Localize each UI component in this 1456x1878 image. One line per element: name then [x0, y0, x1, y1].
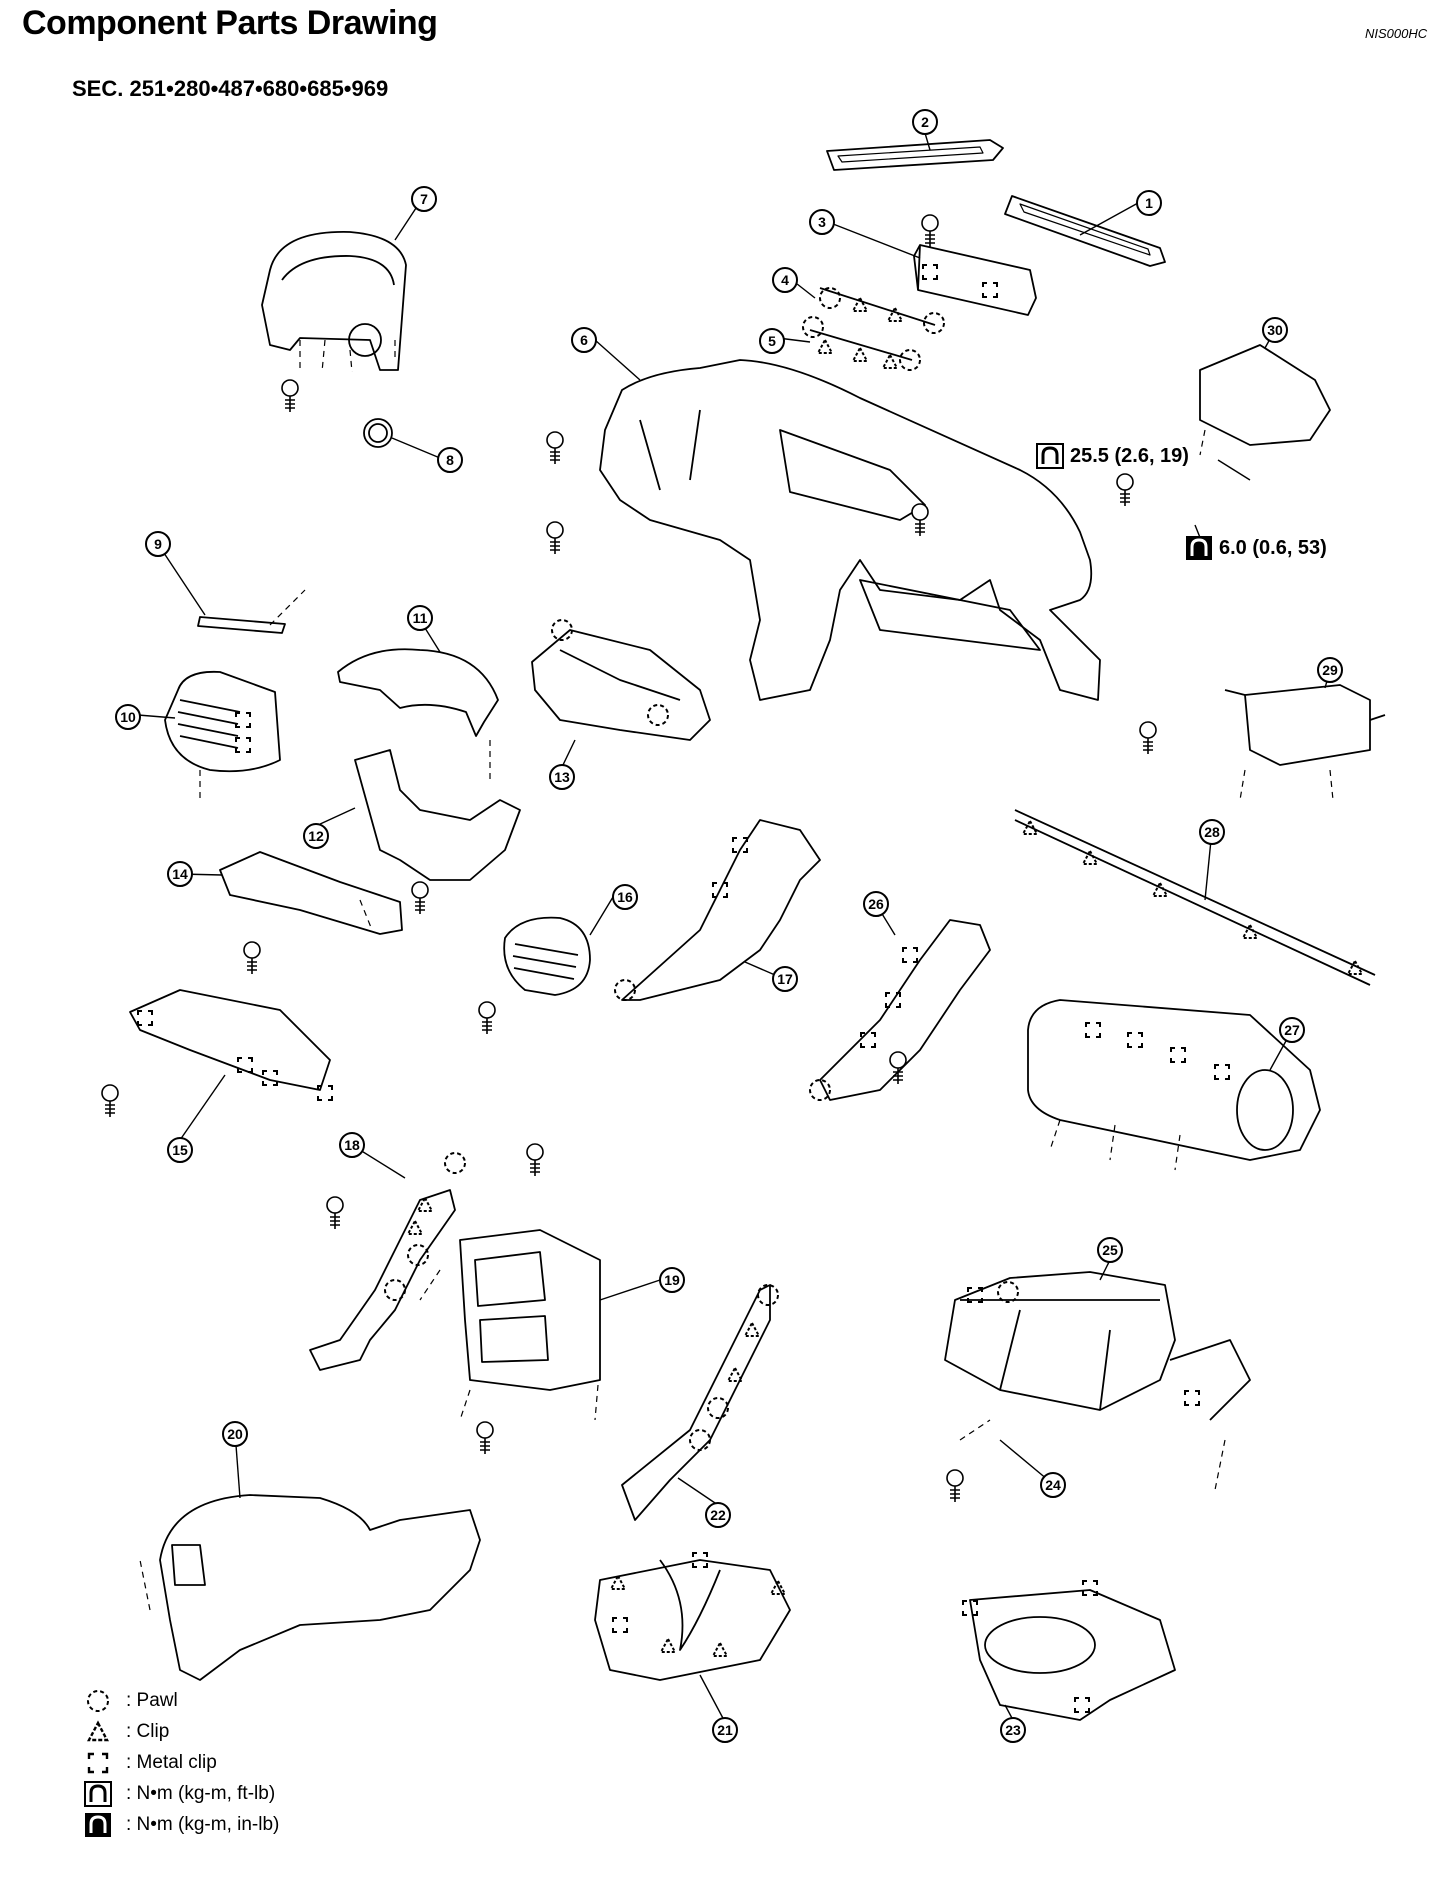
legend-item-torque-ft-lb: : N•m (kg-m, ft-lb): [78, 1778, 279, 1809]
legend: : Pawl : Clip : Metal clip : N•m (kg-m, …: [78, 1685, 279, 1840]
torque-spec-nut: 6.0 (0.6, 53): [1185, 535, 1327, 561]
callout-8: 8: [446, 452, 454, 468]
page-title: Component Parts Drawing: [22, 4, 438, 42]
callout-20: 20: [227, 1426, 243, 1442]
callout-13: 13: [554, 769, 570, 785]
callout-9: 9: [154, 536, 162, 552]
callout-27: 27: [1284, 1022, 1300, 1038]
callout-25: 25: [1102, 1242, 1118, 1258]
callout-19: 19: [664, 1272, 680, 1288]
callout-10: 10: [120, 709, 136, 725]
torque-ft-lb-icon: [1036, 443, 1064, 469]
callout-24: 24: [1045, 1477, 1061, 1493]
torque-value: 25.5 (2.6, 19): [1070, 444, 1189, 467]
callout-5: 5: [768, 333, 776, 349]
torque-in-lb-icon: [1186, 536, 1212, 560]
legend-item-clip: : Clip: [78, 1716, 279, 1747]
torque-value: 6.0 (0.6, 53): [1219, 536, 1327, 559]
callout-1: 1: [1145, 195, 1153, 211]
callout-7: 7: [420, 191, 428, 207]
callout-21: 21: [717, 1722, 733, 1738]
callout-16: 16: [617, 889, 633, 905]
torque-spec-bolt: 25.5 (2.6, 19): [1036, 443, 1189, 469]
callout-26: 26: [868, 896, 884, 912]
torque-ft-lb-icon: [84, 1780, 112, 1807]
legend-label: : N•m (kg-m, ft-lb): [126, 1782, 276, 1804]
legend-label: : Metal clip: [126, 1751, 217, 1773]
callout-22: 22: [710, 1507, 726, 1523]
clip-icon: [87, 1719, 109, 1741]
callout-17: 17: [777, 971, 793, 987]
callout-6: 6: [580, 332, 588, 348]
callout-30: 30: [1267, 322, 1283, 338]
document-id: NIS000HC: [1365, 26, 1428, 41]
legend-item-pawl: : Pawl: [78, 1685, 279, 1716]
legend-label: : N•m (kg-m, in-lb): [126, 1813, 280, 1835]
callout-28: 28: [1204, 824, 1220, 840]
callout-4: 4: [781, 272, 789, 288]
legend-label: : Pawl: [126, 1689, 178, 1711]
legend-label: : Clip: [126, 1720, 170, 1742]
metal-clip-icon: [87, 1752, 109, 1773]
torque-in-lb-icon: [85, 1812, 111, 1837]
callout-18: 18: [344, 1137, 360, 1153]
callout-23: 23: [1005, 1722, 1021, 1738]
callout-15: 15: [172, 1142, 188, 1158]
legend-item-metal-clip: : Metal clip: [78, 1747, 279, 1778]
callout-11: 11: [413, 610, 428, 626]
legend-item-torque-in-lb: : N•m (kg-m, in-lb): [78, 1809, 279, 1840]
pawl-icon: [87, 1689, 109, 1712]
section-codes: SEC. 251•280•487•680•685•969: [72, 76, 389, 101]
callout-2: 2: [921, 114, 929, 130]
callout-3: 3: [818, 214, 826, 230]
callout-12: 12: [308, 828, 324, 844]
callout-14: 14: [172, 866, 188, 882]
callout-29: 29: [1322, 662, 1338, 678]
